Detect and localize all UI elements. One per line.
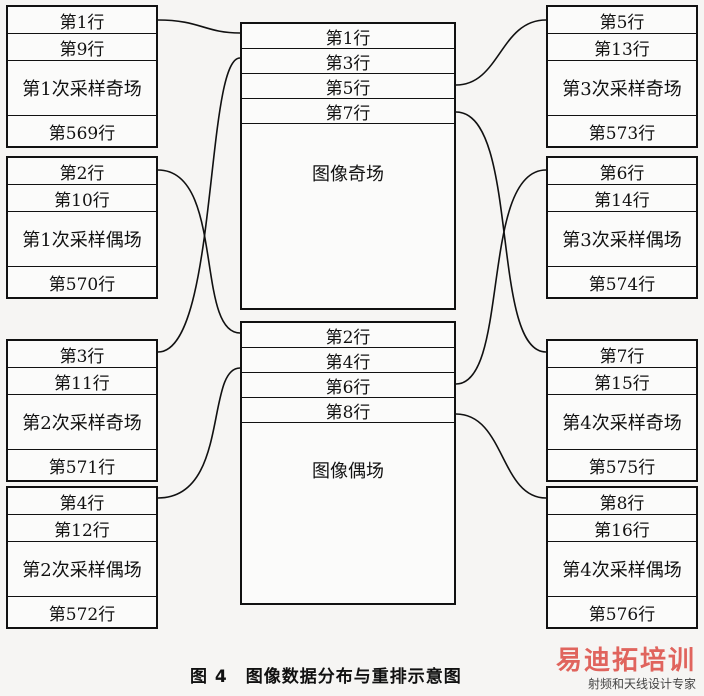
row-label: 第6行 [242, 373, 454, 398]
row-label: 第7行 [242, 99, 454, 124]
row-label: 第573行 [588, 123, 656, 144]
row-label: 第3行 [242, 49, 454, 74]
odd-field-title: 图像奇场 [312, 164, 384, 185]
field-label: 第1次采样奇场 [8, 61, 156, 116]
wire-right5-to-row5 [455, 19, 547, 86]
watermark: 易迪拓培训 射频和天线设计专家 [556, 640, 696, 692]
row-label: 第570行 [48, 274, 116, 295]
row-label: 第575行 [588, 457, 656, 478]
watermark-logo-text: 易迪拓培训 [555, 646, 696, 676]
row-label: 第3行 [8, 341, 156, 368]
field-label: 第4次采样偶场 [548, 542, 696, 597]
right-group-1: 第5行 第13行 第3次采样奇场 第573行 [546, 5, 698, 148]
row-label: 第5行 [242, 74, 454, 99]
left-group-1: 第1行 第9行 第1次采样奇场 第569行 [6, 5, 158, 148]
row-label: 第4行 [242, 348, 454, 373]
row-label: 第15行 [548, 368, 696, 395]
row-label: 第572行 [48, 604, 116, 625]
field-label: 第1次采样偶场 [8, 212, 156, 267]
row-label: 第10行 [8, 185, 156, 212]
row-label: 第9行 [8, 34, 156, 61]
wire-left3-to-row3 [157, 57, 241, 353]
wire-left1-to-row1 [157, 19, 241, 34]
wire-left2-to-row2 [157, 169, 241, 334]
wire-left4-to-row4 [157, 367, 241, 499]
wire-right8-to-row8 [455, 413, 547, 499]
right-group-2: 第6行 第14行 第3次采样偶场 第574行 [546, 156, 698, 299]
figure-caption: 图 4 图像数据分布与重排示意图 [190, 667, 462, 687]
center-odd-field: 第1行 第3行 第5行 第7行 图像奇场 [240, 22, 456, 310]
row-label: 第11行 [8, 368, 156, 395]
row-label: 第2行 [8, 158, 156, 185]
row-label: 第2行 [242, 323, 454, 348]
wire-right6-to-row6 [455, 169, 547, 385]
row-label: 第1行 [242, 24, 454, 49]
left-group-2: 第2行 第10行 第1次采样偶场 第570行 [6, 156, 158, 299]
row-label: 第8行 [242, 398, 454, 423]
right-group-4: 第8行 第16行 第4次采样偶场 第576行 [546, 486, 698, 629]
field-label: 第3次采样偶场 [548, 212, 696, 267]
field-label: 第3次采样奇场 [548, 61, 696, 116]
left-group-4: 第4行 第12行 第2次采样偶场 第572行 [6, 486, 158, 629]
row-label: 第8行 [548, 488, 696, 515]
field-label: 第4次采样奇场 [548, 395, 696, 450]
field-label: 第2次采样奇场 [8, 395, 156, 450]
left-group-3: 第3行 第11行 第2次采样奇场 第571行 [6, 339, 158, 482]
row-label: 第16行 [548, 515, 696, 542]
row-label: 第569行 [48, 123, 116, 144]
watermark-tagline: 射频和天线设计专家 [587, 677, 696, 691]
center-even-field: 第2行 第4行 第6行 第8行 图像偶场 [240, 321, 456, 605]
row-label: 第6行 [548, 158, 696, 185]
row-label: 第576行 [588, 604, 656, 625]
right-group-3: 第7行 第15行 第4次采样奇场 第575行 [546, 339, 698, 482]
row-label: 第5行 [548, 7, 696, 34]
row-label: 第4行 [8, 488, 156, 515]
row-label: 第13行 [548, 34, 696, 61]
row-label: 第12行 [8, 515, 156, 542]
wire-right7-to-row7 [455, 111, 547, 353]
row-label: 第14行 [548, 185, 696, 212]
field-label: 第2次采样偶场 [8, 542, 156, 597]
row-label: 第1行 [8, 7, 156, 34]
row-label: 第574行 [588, 274, 656, 295]
row-label: 第7行 [548, 341, 696, 368]
row-label: 第571行 [48, 457, 116, 478]
even-field-title: 图像偶场 [312, 461, 384, 482]
